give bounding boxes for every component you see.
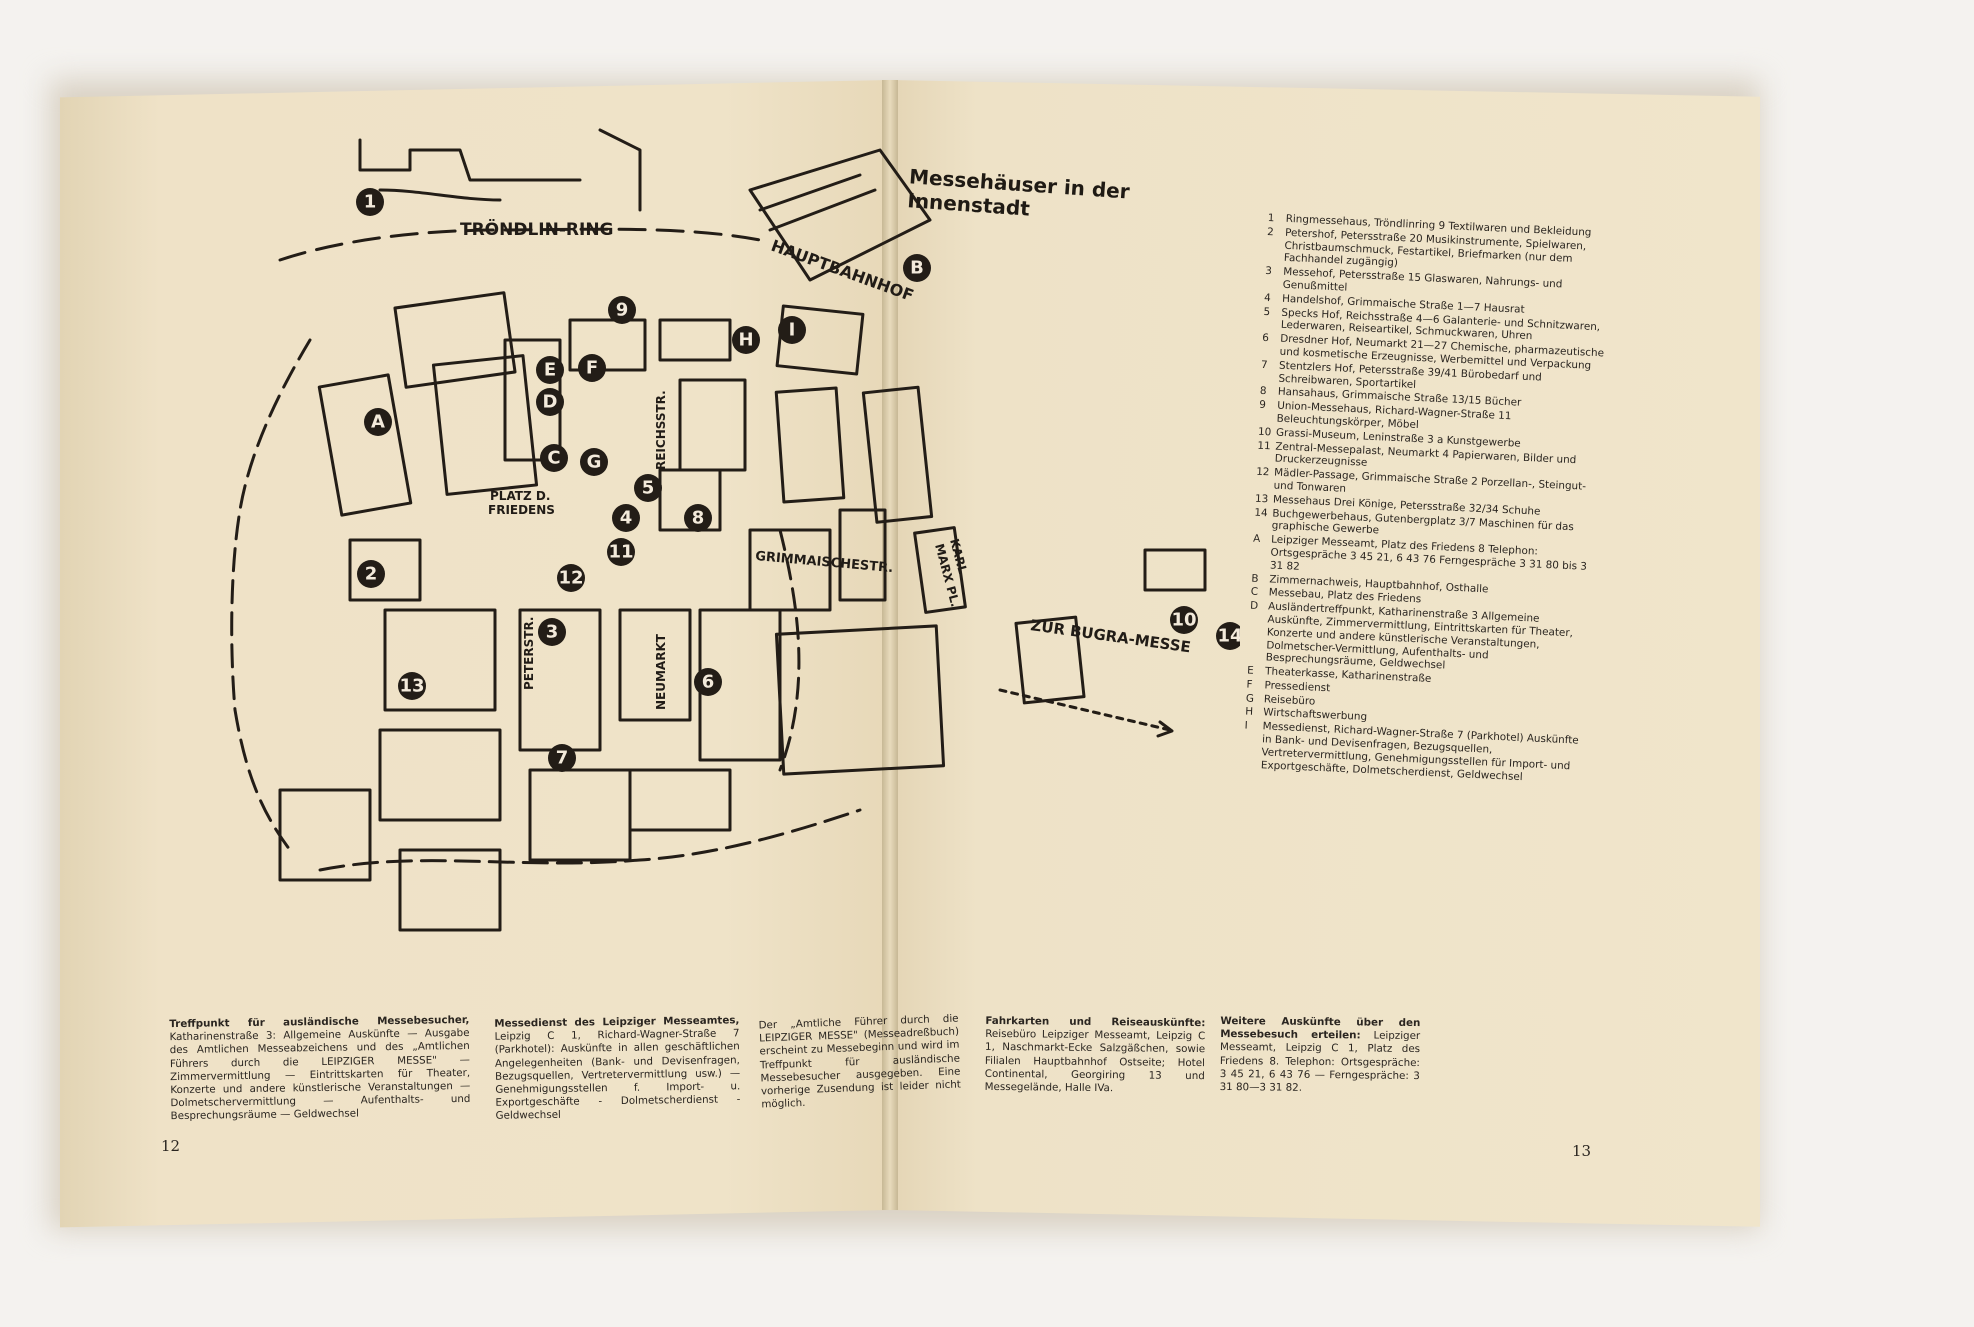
street-troendlin: TRÖNDLIN-RING	[460, 218, 614, 240]
svg-text:7: 7	[556, 748, 569, 769]
page-number-right: 13	[1572, 1142, 1592, 1160]
legend-key: F	[1246, 678, 1253, 691]
svg-text:G: G	[587, 452, 602, 473]
pin-6: 6	[694, 668, 722, 696]
svg-text:8: 8	[692, 508, 705, 529]
svg-text:11: 11	[608, 542, 633, 563]
info-column-1: Treffpunkt für ausländische Messebesuche…	[169, 1014, 470, 1124]
svg-text:9: 9	[616, 300, 629, 321]
pin-4: 4	[612, 504, 640, 532]
pin-11: 11	[607, 538, 635, 566]
street-grimmaische: GRIMMAISCHESTR.	[755, 549, 894, 576]
legend-key: 10	[1257, 425, 1272, 439]
street-platz: PLATZ D.	[490, 489, 550, 503]
legend-key: C	[1250, 585, 1259, 599]
street-peter: PETERSTR.	[522, 617, 536, 690]
svg-text:1: 1	[364, 192, 377, 213]
pin-C: C	[540, 444, 568, 472]
legend-key: E	[1246, 664, 1255, 677]
pin-E: E	[536, 356, 564, 384]
pin-13: 13	[398, 672, 426, 700]
legend-key: B	[1251, 572, 1259, 585]
spine	[882, 80, 898, 1210]
street-bugra: ZUR BUGRA-MESSE	[1029, 616, 1191, 656]
svg-text:3: 3	[546, 622, 559, 643]
info-column-3: Der „Amtliche Führer durch die LEIPZIGER…	[758, 1013, 961, 1112]
pin-I: I	[778, 316, 806, 344]
pin-5: 5	[634, 474, 662, 502]
pin-F: F	[578, 354, 606, 382]
pin-B: B	[903, 254, 931, 282]
svg-text:B: B	[910, 258, 924, 279]
pin-2: 2	[357, 560, 385, 588]
street-reichs: REICHSSTR.	[654, 390, 668, 470]
svg-text:14: 14	[1217, 626, 1240, 647]
svg-text:6: 6	[702, 672, 715, 693]
map-outlines	[230, 128, 1207, 932]
legend-key: 6	[1262, 332, 1270, 345]
legend-key: A	[1252, 532, 1261, 546]
legend-key: G	[1245, 692, 1255, 705]
legend-key: 9	[1258, 398, 1267, 412]
street-platz2: FRIEDENS	[488, 503, 555, 517]
info-column-2: Messedienst des Leipziger Messeamtes, Le…	[494, 1014, 740, 1123]
legend-key: 11	[1257, 439, 1271, 452]
open-booklet: 1 9 H I B E F D A C G 5 4 8 11 12 2 3 13…	[60, 80, 1760, 1228]
info-head: Fahrkarten und Reiseauskünfte:	[985, 1014, 1206, 1030]
legend-key: 3	[1265, 265, 1273, 278]
map-pins: 1 9 H I B E F D A C G 5 4 8 11 12 2 3 13…	[356, 188, 1240, 772]
svg-text:C: C	[547, 448, 560, 469]
pin-1: 1	[356, 188, 384, 216]
info-body: Der „Amtliche Führer durch die LEIPZIGER…	[758, 1012, 962, 1111]
legend-key: 7	[1260, 358, 1268, 371]
legend-key: 12	[1255, 465, 1270, 479]
page-number-left: 12	[161, 1137, 181, 1155]
legend-key: H	[1245, 705, 1254, 719]
pin-9: 9	[608, 296, 636, 324]
info-body: Leipzig C 1, Richard-Wagner-Straße 7 (Pa…	[494, 1027, 741, 1123]
legend-key: 13	[1254, 492, 1269, 506]
info-body: Katharinenstraße 3: Allgemeine Auskünfte…	[169, 1027, 471, 1123]
svg-text:4: 4	[620, 508, 633, 529]
svg-text:12: 12	[558, 568, 583, 589]
pin-7: 7	[548, 744, 576, 772]
pin-10: 10	[1170, 606, 1198, 634]
svg-text:5: 5	[642, 478, 655, 499]
legend-key: 14	[1254, 506, 1268, 519]
pin-8: 8	[684, 504, 712, 532]
pin-14: 14	[1216, 622, 1240, 650]
pin-G: G	[580, 448, 608, 476]
legend-key: 2	[1266, 225, 1274, 239]
pin-D: D	[536, 388, 564, 416]
info-column-5: Weitere Auskünfte über den Messebesuch e…	[1220, 1015, 1421, 1096]
svg-text:I: I	[789, 320, 796, 341]
street-neumarkt: NEUMARKT	[654, 633, 668, 710]
city-map: 1 9 H I B E F D A C G 5 4 8 11 12 2 3 13…	[230, 128, 1240, 932]
info-body: Reisebüro Leipziger Messeamt, Leipzig C …	[984, 1028, 1206, 1095]
svg-text:D: D	[543, 392, 558, 413]
svg-text:A: A	[371, 412, 385, 433]
pin-A: A	[364, 408, 392, 436]
pin-12: 12	[557, 564, 585, 592]
street-hauptbahnhof: HAUPTBAHNHOF	[769, 236, 917, 305]
info-column-4: Fahrkarten und Reiseauskünfte: Reisebüro…	[985, 1015, 1206, 1097]
svg-text:13: 13	[399, 676, 424, 697]
svg-text:2: 2	[365, 564, 378, 585]
legend-key: 4	[1263, 291, 1271, 304]
legend-key: 5	[1263, 305, 1271, 318]
pin-H: H	[732, 326, 760, 354]
svg-text:H: H	[738, 330, 753, 351]
legend-key: I	[1244, 719, 1249, 732]
pin-3: 3	[538, 618, 566, 646]
legend-key: 8	[1259, 385, 1267, 398]
legend-key: 1	[1267, 212, 1275, 225]
svg-text:10: 10	[1171, 610, 1196, 631]
svg-text:E: E	[544, 360, 556, 381]
svg-text:F: F	[586, 358, 598, 379]
